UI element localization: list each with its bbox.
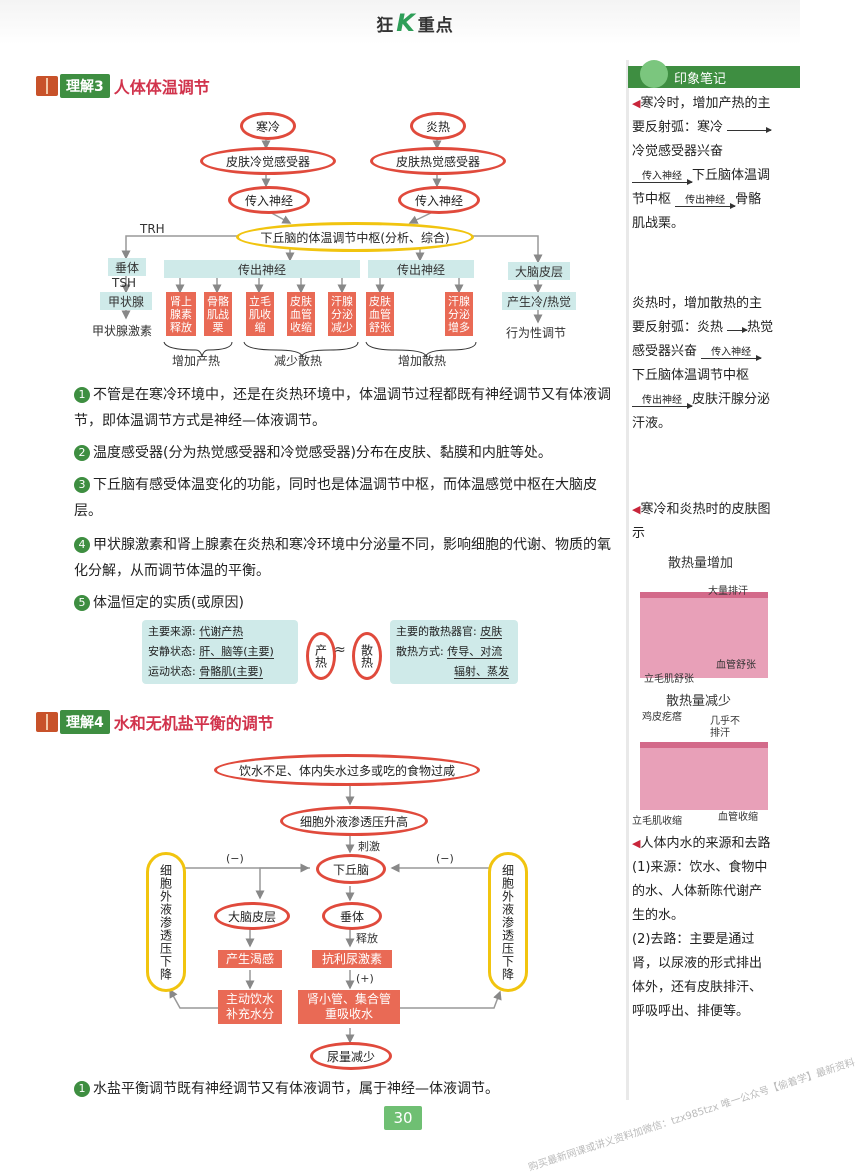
node-cold: 寒冷 [240,112,296,140]
node-afferent-left: 传入神经 [228,186,310,214]
arrow-afferent: 传入神经 [701,347,763,361]
fig1-title: 散热量增加 [668,556,734,571]
arrow [727,127,773,133]
elephant-icon [640,60,668,88]
arrow-efferent: 传出神经 [675,195,737,209]
node-hypothalamus-center: 下丘脑的体温调节中枢(分析、综合) [236,222,474,252]
section-tag: 理解4 [60,710,110,734]
page-number: 30 [384,1106,422,1130]
label-trh: TRH [140,222,165,236]
node-cortex: 大脑皮层 [508,262,570,280]
node-efferent-left: 传出神经 [164,260,360,278]
node-pituitary: 垂体 [108,258,146,276]
label-inhibit-left: (−) [226,852,244,865]
effect-adrenaline: 肾上腺素释放 [166,292,196,336]
approx-sign: ≈ [334,642,346,658]
fig1-label-sweat: 大量排汗 [708,586,748,597]
group-increase-loss: 增加散热 [398,354,447,368]
group-increase-heat: 增加产热 [172,354,221,368]
label-thyroid-hormone: 甲状腺激素 [92,324,153,338]
section-title: 水和无机盐平衡的调节 [113,714,274,733]
book-icon [36,712,58,732]
node-sensation: 产生冷/热觉 [502,292,576,310]
triangle-icon: ◀ [632,97,641,110]
effect-vasodilation: 皮肤血管舒张 [366,292,394,336]
node-cold-receptor: 皮肤冷觉感受器 [200,147,336,175]
fig1-label-muscle: 立毛肌舒张 [644,674,694,685]
fig1-label-vessel: 血管舒张 [716,660,756,671]
box-adh: 抗利尿激素 [312,950,392,968]
triangle-icon: ◀ [632,837,641,850]
effect-piloerection: 立毛肌收缩 [246,292,274,336]
label-stimulate: 刺激 [358,840,380,853]
heat-production-box: 主要来源: 代谢产热 安静状态: 肝、脑等(主要) 运动状态: 骨骼肌(主要) [142,620,298,684]
section-3-header: 理解3 人体体温调节 [36,74,210,98]
label-behavior: 行为性调节 [506,326,567,340]
heat-loss-box: 主要的散热器官: 皮肤 散热方式: 传导、对流 辐射、蒸发 [390,620,518,684]
water-diagram-lines [160,786,502,1044]
effect-sweat-less: 汗腺分泌减少 [328,292,356,336]
node-hot-receptor: 皮肤热觉感受器 [370,147,506,175]
node-afferent-right: 传入神经 [398,186,480,214]
skin-figure-cold [640,742,768,810]
node-cortex: 大脑皮层 [214,902,290,930]
fig2-label-nosweat: 几乎不排汗 [710,716,740,739]
note-water: ◀人体内水的来源和去路 (1)来源：饮水、食物中的水、人体新陈代谢产生的水。 (… [632,836,771,1019]
node-hot: 炎热 [410,112,466,140]
fig2-title: 散热量减少 [666,694,732,709]
arrow [727,327,749,333]
box-thirst: 产生渴感 [218,950,282,968]
section-tag: 理解3 [60,74,110,98]
node-hypothalamus: 下丘脑 [316,854,386,884]
sidebar-divider [626,60,629,1100]
note-hot-reflex: 炎热时，增加散热的主要反射弧：炎热 热觉感受器兴奋 传入神经下丘脑体温调节中枢 … [632,296,774,431]
fig2-label-goosebumps: 鸡皮疙瘩 [642,712,682,723]
oval-production: 产热 [306,632,336,680]
fig2-label-muscle: 立毛肌收缩 [632,816,682,827]
sidebar-header: 印象笔记 [628,66,800,88]
node-thyroid: 甲状腺 [100,292,152,310]
section-title: 人体体温调节 [113,78,210,97]
label-release: 释放 [356,932,378,945]
effect-sweat-more: 汗腺分泌增多 [445,292,473,336]
water-trigger: 饮水不足、体内失水过多或吃的食物过咸 [214,754,480,786]
header-band [0,0,800,44]
label-tsh: TSH [112,276,136,290]
arrow-afferent: 传入神经 [632,171,693,185]
note-skin: ◀寒冷和炎热时的皮肤图示 [632,502,771,541]
osmotic-drop-left: 细胞外液渗透压下降 [146,852,186,992]
box-reabsorb: 肾小管、集合管重吸收水 [298,990,400,1024]
group-reduce-loss: 减少散热 [274,354,323,368]
box-drink: 主动饮水补充水分 [218,990,282,1024]
osmotic-drop-right: 细胞外液渗透压下降 [488,852,528,992]
label-promote: (+) [356,972,374,985]
label-inhibit-right: (−) [436,852,454,865]
arrow-efferent: 传出神经 [632,395,693,409]
book-icon [36,76,58,96]
skin-figure-hot [640,592,768,678]
osmotic-rise: 细胞外液渗透压升高 [280,806,428,836]
triangle-icon: ◀ [632,503,641,516]
node-pituitary: 垂体 [322,902,382,930]
node-less-urine: 尿量减少 [310,1042,392,1070]
section-4-header: 理解4 水和无机盐平衡的调节 [36,710,274,734]
node-efferent-right: 传出神经 [368,260,474,278]
note-cold-reflex: ◀寒冷时，增加产热的主要反射弧：寒冷 冷觉感受器兴奋 传入神经下丘脑体温调节中枢… [632,96,773,231]
effect-vasoconstriction: 皮肤血管收缩 [287,292,315,336]
fig2-label-vessel: 血管收缩 [718,812,758,823]
effect-shivering: 骨骼肌战栗 [204,292,232,336]
oval-dissipation: 散热 [352,632,382,680]
